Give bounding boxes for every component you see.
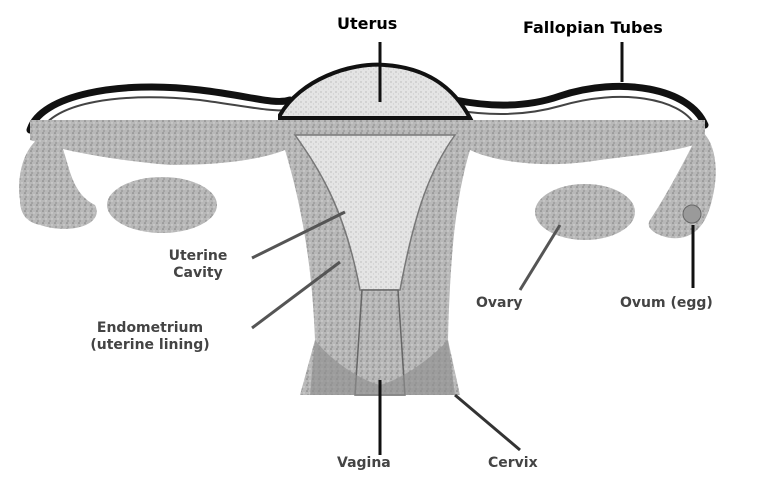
leader-ovary: [520, 225, 560, 290]
label-cervix: Cervix: [488, 455, 538, 472]
leader-cervix: [455, 395, 520, 450]
label-vagina: Vagina: [337, 455, 391, 472]
label-endometrium-line1: Endometrium: [48, 320, 252, 337]
label-ovum: Ovum (egg): [620, 295, 713, 312]
label-endometrium: Endometrium (uterine lining): [48, 320, 252, 354]
ovum-egg: [683, 205, 701, 223]
uterus-fundus: [280, 65, 470, 118]
label-endometrium-line2: (uterine lining): [48, 337, 252, 354]
label-uterus: Uterus: [337, 14, 397, 33]
label-uterine-cavity-line2: Cavity: [148, 265, 248, 282]
ovary-left: [107, 177, 217, 233]
label-fallopian-tubes: Fallopian Tubes: [523, 18, 663, 37]
fallopian-tube-right: [455, 86, 705, 125]
label-uterine-cavity: Uterine Cavity: [148, 248, 248, 282]
ovary-right: [535, 184, 635, 240]
label-uterine-cavity-line1: Uterine: [148, 248, 248, 265]
label-ovary: Ovary: [476, 295, 523, 312]
